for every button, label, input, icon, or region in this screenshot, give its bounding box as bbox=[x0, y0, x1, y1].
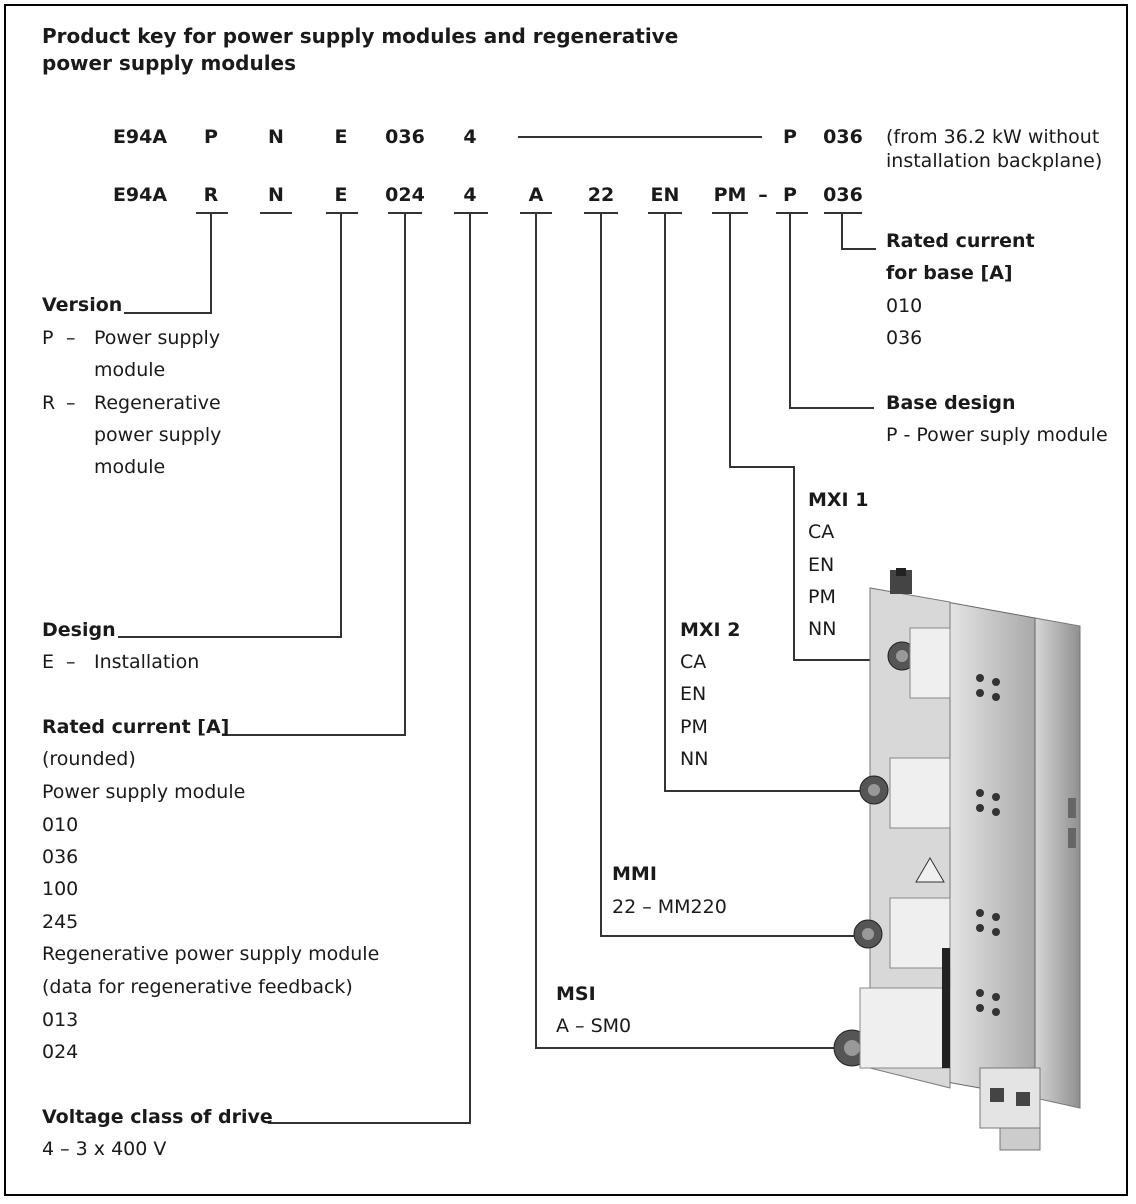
rated-current-line: 100 bbox=[42, 878, 79, 900]
mxi1-leader bbox=[729, 213, 898, 661]
mxi2-value: EN bbox=[680, 683, 707, 705]
row1-note-line-2: installation backplane) bbox=[886, 150, 1103, 172]
version-p-line-1: Power supply bbox=[94, 327, 221, 349]
version-r-line-1: Regenerative bbox=[94, 392, 221, 414]
rated-current-line: 036 bbox=[42, 846, 79, 868]
msi-leader bbox=[535, 213, 838, 1049]
version-p-line-2: module bbox=[94, 359, 166, 381]
row1-code-design: E bbox=[334, 126, 348, 148]
mxi1-heading: MXI 1 bbox=[808, 489, 869, 511]
row1-code-base-design: P bbox=[783, 126, 797, 148]
version-heading: Version bbox=[42, 294, 123, 316]
mmi-leader bbox=[600, 213, 858, 937]
row2-code-mxi2: EN bbox=[650, 184, 680, 206]
base-design-heading: Base design bbox=[886, 392, 1016, 414]
row2-code-base-design: P bbox=[783, 184, 797, 206]
rated-base-heading-2: for base [A] bbox=[886, 262, 1013, 284]
mxi1-value: PM bbox=[808, 586, 836, 608]
rated-current-leader bbox=[222, 213, 406, 736]
rated-base-heading-1: Rated current bbox=[886, 230, 1035, 252]
row2-code-dash: – bbox=[758, 184, 768, 206]
row1-code-current: 036 bbox=[385, 126, 425, 148]
mxi1-value: CA bbox=[808, 521, 835, 543]
version-r-key: R bbox=[42, 392, 56, 414]
rated-base-value: 010 bbox=[886, 295, 923, 317]
rated-current-line: 024 bbox=[42, 1041, 79, 1063]
mxi1-value: NN bbox=[808, 618, 837, 640]
row2-code-n: N bbox=[268, 184, 284, 206]
row2-code-version: R bbox=[203, 184, 219, 206]
row2-code-mmi: 22 bbox=[587, 184, 615, 206]
row1-code-version: P bbox=[204, 126, 218, 148]
row2-code-voltage: 4 bbox=[463, 184, 477, 206]
design-key: E bbox=[42, 651, 55, 673]
mxi2-leader bbox=[664, 213, 870, 792]
rated-current-line: 245 bbox=[42, 911, 79, 933]
mmi-heading: MMI bbox=[612, 863, 657, 885]
version-r-line-3: module bbox=[94, 456, 166, 478]
base-design-value: P - Power suply module bbox=[886, 424, 1108, 446]
rated-current-line: (data for regenerative feedback) bbox=[42, 976, 353, 998]
row1-code-type: E94A bbox=[112, 126, 168, 148]
rated-current-line: (rounded) bbox=[42, 748, 136, 770]
rated-current-line: 010 bbox=[42, 814, 79, 836]
mmi-value: 22 – MM220 bbox=[612, 896, 727, 918]
msi-heading: MSI bbox=[556, 983, 596, 1005]
voltage-value: 4 – 3 x 400 V bbox=[42, 1138, 167, 1160]
design-leader bbox=[118, 213, 342, 638]
voltage-leader bbox=[268, 213, 471, 1124]
mxi2-value: NN bbox=[680, 748, 709, 770]
row1-code-n: N bbox=[268, 126, 284, 148]
version-r-dash: – bbox=[66, 392, 76, 414]
row2-code-msi: A bbox=[528, 184, 544, 206]
version-leader bbox=[124, 213, 212, 314]
figure-title-line-1: Product key for power supply modules and… bbox=[42, 24, 679, 48]
mxi2-value: PM bbox=[680, 716, 708, 738]
version-p-key: P bbox=[42, 327, 54, 349]
rated-base-value: 036 bbox=[886, 327, 923, 349]
row2-code-current: 024 bbox=[385, 184, 425, 206]
row1-code-voltage: 4 bbox=[463, 126, 477, 148]
mxi2-value: CA bbox=[680, 651, 707, 673]
row1-code-base-current: 036 bbox=[823, 126, 863, 148]
design-value: Installation bbox=[94, 651, 200, 673]
rated-current-line: Power supply module bbox=[42, 781, 246, 803]
row2-code-design: E bbox=[334, 184, 348, 206]
design-heading: Design bbox=[42, 619, 116, 641]
mxi1-value: EN bbox=[808, 554, 835, 576]
msi-value: A – SM0 bbox=[556, 1015, 632, 1037]
figure-title-line-2: power supply modules bbox=[42, 51, 297, 75]
row1-note-line-1: (from 36.2 kW without bbox=[886, 126, 1100, 148]
version-r-line-2: power supply bbox=[94, 424, 222, 446]
power-supply-module-illustration bbox=[833, 568, 1081, 1151]
design-dash: – bbox=[66, 651, 76, 673]
rated-current-line: Regenerative power supply module bbox=[42, 943, 380, 965]
row2-code-base-current: 036 bbox=[823, 184, 863, 206]
mxi2-heading: MXI 2 bbox=[680, 619, 741, 641]
rated-base-leader bbox=[841, 213, 876, 250]
row2-code-type: E94A bbox=[112, 184, 168, 206]
rated-current-line: 013 bbox=[42, 1009, 79, 1031]
rated-current-heading: Rated current [A] bbox=[42, 716, 230, 738]
voltage-heading: Voltage class of drive bbox=[42, 1106, 273, 1128]
version-p-dash: – bbox=[66, 327, 76, 349]
row2-code-mxi1: PM bbox=[713, 184, 747, 206]
figure-frame bbox=[4, 4, 1128, 1196]
base-design-leader bbox=[789, 213, 874, 409]
